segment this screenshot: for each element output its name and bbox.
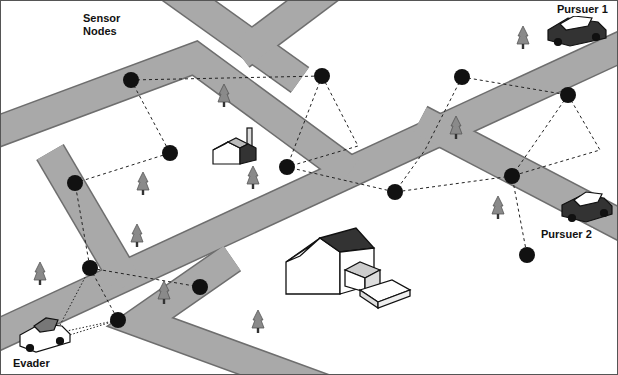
- house-icon: [286, 228, 410, 308]
- map-label: Sensor Nodes: [82, 12, 128, 38]
- evader-car: [20, 318, 70, 352]
- tree-symbols: [34, 26, 529, 333]
- map-label: Pursuer 1: [556, 3, 609, 16]
- sensor-links: [75, 76, 600, 320]
- detection-links: [60, 268, 118, 338]
- pursuer-car: [562, 192, 612, 222]
- factory-icon: [213, 128, 256, 164]
- pursuer-car: [548, 16, 606, 46]
- sensor-node-dots: [67, 68, 576, 328]
- map-label: Evader: [12, 357, 51, 370]
- map-label: Pursuer 2: [540, 228, 593, 241]
